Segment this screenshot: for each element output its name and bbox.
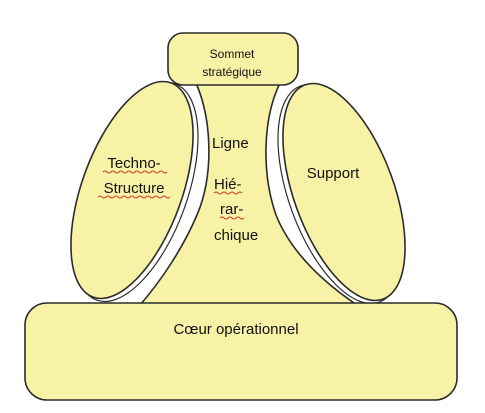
spellcheck-underline-structure [97,195,171,199]
technostructure-label-line2: Structure [104,180,165,197]
spellcheck-underline-rar [219,216,245,220]
middle-line-label-line3: rar- [220,201,243,218]
support-label: Support [307,165,360,182]
middle-line-shape [140,83,357,305]
operating-core-label: Cœur opérationnel [173,321,298,338]
support-shape [282,82,406,302]
operating-core-shape [24,302,458,401]
technostructure-shape [70,80,194,300]
strategic-apex-shape [167,32,299,86]
strategic-apex-label-line1: Sommet [210,47,255,61]
strategic-apex-label-line2: stratégique [202,65,262,79]
middle-line-label-line1: Ligne [212,135,249,152]
middle-line-label-line2: Hié- [214,176,242,193]
spellcheck-underline-techno [102,170,168,174]
middle-line-label-line4: chique [214,227,258,244]
middle-line-left-edge [139,82,210,306]
spellcheck-underline-hie [213,191,243,195]
technostructure-label-line1: Techno- [107,155,160,172]
middle-line-right-edge [265,82,358,306]
